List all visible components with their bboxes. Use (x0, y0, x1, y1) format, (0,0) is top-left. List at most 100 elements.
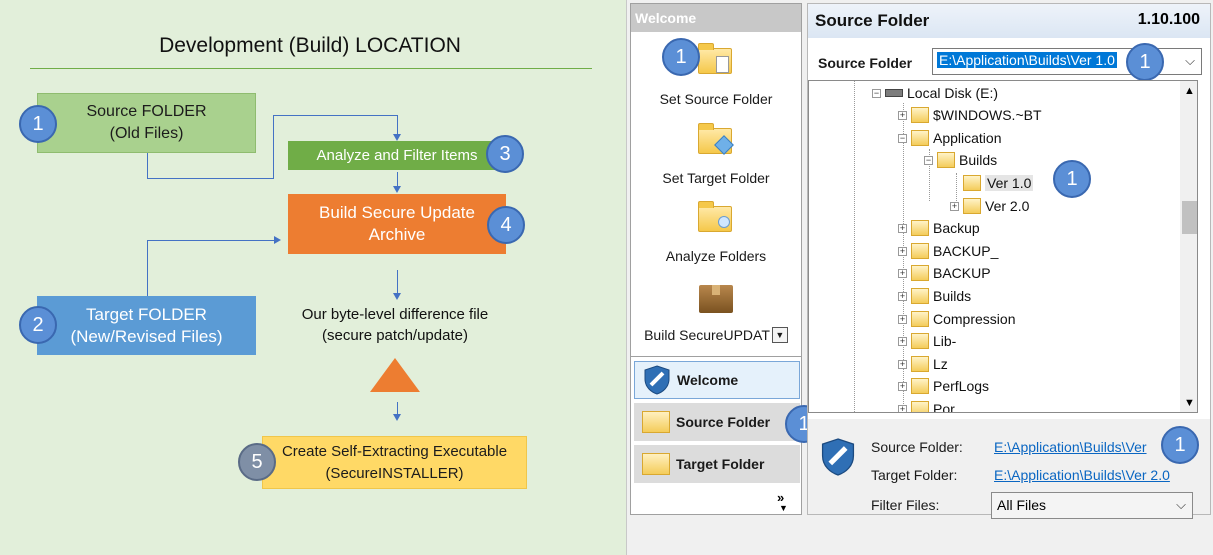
source-folder-value: E:\Application\Builds\Ver 1.0 (937, 52, 1117, 68)
nav-set-source-label: Set Source Folder (659, 91, 773, 107)
nav-button-source-folder[interactable]: Source Folder (634, 403, 800, 441)
step-badge-3: 3 (486, 135, 524, 173)
chevron-down-icon[interactable]: ⌵ (1176, 497, 1186, 512)
scroll-down-icon[interactable]: ▼ (1184, 397, 1195, 409)
build-archive-box: Build Secure Update Archive (288, 194, 506, 254)
arrow-to-build (393, 186, 401, 193)
folder-icon (642, 453, 670, 475)
nav-button-welcome[interactable]: Welcome (634, 361, 800, 399)
shield-icon (643, 365, 671, 395)
folder-icon (963, 198, 981, 214)
exe-subtitle: (SecureINSTALLER) (325, 464, 464, 482)
tree-item-backup[interactable]: + Backup (898, 217, 980, 239)
filter-files-select[interactable]: All Files ⌵ (991, 492, 1193, 519)
expand-icon[interactable]: + (898, 358, 907, 369)
folder-icon (911, 356, 929, 372)
tree-item-ver-1[interactable]: Ver 1.0 (963, 172, 1034, 194)
target-folder-title: Target FOLDER (86, 304, 207, 324)
title-divider (30, 68, 592, 69)
nav-divider (631, 356, 801, 357)
scroll-up-icon[interactable]: ▲ (1184, 85, 1195, 97)
panel-header: Source Folder (808, 4, 1210, 38)
tree-item-ver-2[interactable]: + Ver 2.0 (950, 195, 1029, 217)
nav-set-source-folder[interactable]: Set Source Folder (631, 42, 801, 107)
folder-icon (911, 401, 929, 412)
tree-item-builds-root[interactable]: + Builds (898, 285, 971, 307)
collapse-icon[interactable]: − (872, 87, 881, 98)
diagram-title: Development (Build) LOCATION (159, 34, 461, 57)
tree-item-backup-underscore[interactable]: + BACKUP_ (898, 240, 998, 262)
scrollbar-thumb[interactable] (1182, 201, 1197, 234)
tree-item-por[interactable]: + Por (898, 398, 955, 413)
tree-guide (903, 103, 904, 412)
collapse-icon[interactable]: − (924, 154, 933, 165)
summary-target-link[interactable]: E:\Application\Builds\Ver 2.0 (994, 467, 1170, 483)
nav-badge-1: 1 (662, 38, 700, 76)
filter-files-value: All Files (997, 497, 1047, 513)
source-folder-subtitle: (Old Files) (109, 125, 184, 142)
source-folder-box: Source FOLDER (Old Files) (37, 93, 256, 153)
nav-build-secureupdate[interactable]: Build SecureUPDAT ▼ (631, 279, 801, 343)
nav-target-folder-label: Target Folder (676, 456, 765, 472)
expand-icon[interactable]: + (898, 335, 907, 346)
tree-label: Compression (933, 311, 1016, 327)
tree-item-lz[interactable]: + Lz (898, 353, 948, 375)
chevron-down-icon[interactable]: ⌵ (1185, 53, 1195, 68)
tree-scrollbar[interactable] (1180, 81, 1197, 412)
source-folder-title: Source FOLDER (86, 103, 207, 120)
tree-label: BACKUP_ (933, 243, 999, 259)
diff-file-text: Our byte-level difference file (secure p… (275, 304, 515, 346)
expand-icon[interactable]: + (898, 222, 907, 233)
folder-icon (911, 288, 929, 304)
tree-label: $WINDOWS.~BT (933, 107, 1042, 123)
expand-icon[interactable]: + (898, 267, 907, 278)
tree-item-lib[interactable]: + Lib- (898, 330, 956, 352)
expand-icon[interactable]: + (898, 403, 907, 413)
folder-tree[interactable]: − Local Disk (E:) + $WINDOWS.~BT − Appli… (808, 80, 1198, 413)
folder-lightbulb-icon (696, 200, 736, 236)
connector-analyze-build (397, 172, 398, 187)
more-options-down-icon[interactable]: ▼ (779, 503, 788, 513)
summary-source-link[interactable]: E:\Application\Builds\Ver (994, 439, 1147, 455)
nav-set-target-folder[interactable]: Set Target Folder (631, 122, 801, 186)
nav-set-target-label: Set Target Folder (662, 170, 770, 186)
tree-item-application[interactable]: − Application (898, 127, 1002, 149)
diff-file-line1: Our byte-level difference file (301, 306, 489, 323)
step-badge-2: 2 (19, 306, 57, 344)
expand-icon[interactable]: + (898, 109, 907, 120)
expand-icon[interactable]: + (898, 313, 907, 324)
connector-build-diff (397, 270, 398, 294)
nav-analyze-folders[interactable]: Analyze Folders (631, 200, 801, 264)
tree-item-windows-bt[interactable]: + $WINDOWS.~BT (898, 104, 1042, 126)
folder-icon (911, 378, 929, 394)
status-strip (627, 520, 1213, 555)
workflow-diagram: Development (Build) LOCATION Source FOLD… (0, 0, 626, 555)
tree-item-backup-caps[interactable]: + BACKUP (898, 262, 991, 284)
shield-icon (820, 437, 856, 482)
tree-guide (956, 173, 957, 211)
connector-diff-exe (397, 402, 398, 415)
folder-icon (963, 175, 981, 191)
tree-guide (854, 81, 855, 412)
expand-icon[interactable]: + (950, 200, 959, 211)
tree-item-perflogs[interactable]: + PerfLogs (898, 375, 989, 397)
more-options-icon[interactable]: » (777, 490, 785, 505)
dropdown-arrow-icon[interactable]: ▼ (771, 327, 788, 343)
expand-icon[interactable]: + (898, 290, 907, 301)
tree-item-compression[interactable]: + Compression (898, 308, 1015, 330)
step-badge-4: 4 (487, 206, 525, 244)
nav-button-target-folder[interactable]: Target Folder (634, 445, 800, 483)
tree-item-builds[interactable]: − Builds (924, 149, 997, 171)
expand-icon[interactable]: + (898, 245, 907, 256)
expand-icon[interactable]: + (898, 380, 907, 391)
app-window: Welcome Set Source Folder 1 Set Target F… (626, 0, 1213, 555)
collapse-icon[interactable]: − (898, 132, 907, 143)
tree-label: Por (933, 401, 955, 413)
tree-item-local-disk[interactable]: − Local Disk (E:) (872, 82, 998, 104)
source-combo-badge: 1 (1126, 43, 1164, 81)
arrow-to-diff (393, 293, 401, 300)
step-badge-1: 1 (19, 105, 57, 143)
tree-label: Lz (933, 356, 948, 372)
tree-label: Ver 2.0 (985, 198, 1030, 214)
connector-source-up (273, 115, 397, 179)
